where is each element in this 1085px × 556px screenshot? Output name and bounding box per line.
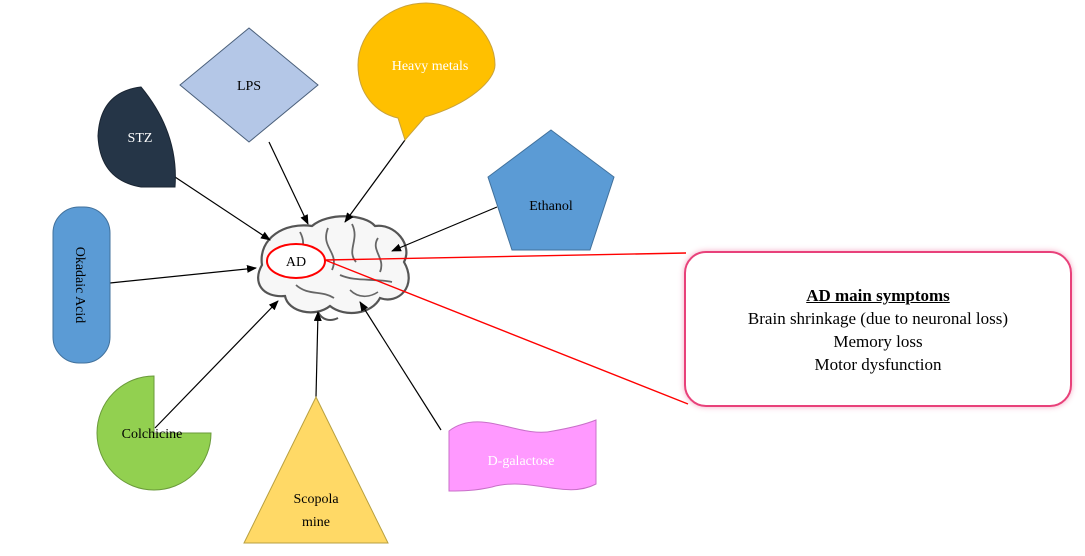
lps-label: LPS (237, 79, 261, 94)
heavy-metals-callout-shape (357, 2, 496, 141)
arrow-okadaic-acid (109, 264, 257, 284)
arrow-ethanol (391, 206, 498, 252)
brain-illustration (257, 215, 410, 321)
d-galactose-label: D-galactose (488, 454, 555, 469)
scopolamine-label-line2: mine (302, 515, 330, 530)
arrow-heavy-metals (344, 139, 406, 223)
scopolamine-triangle-shape (243, 395, 389, 544)
okadaic-acid-label: Okadaic Acid (72, 247, 87, 324)
arrow-lps (268, 141, 309, 225)
scopolamine-node: Scopola mine (243, 395, 389, 544)
arrow-colchicine (154, 300, 279, 429)
colchicine-pie-shape (96, 375, 212, 491)
lps-diamond-shape (179, 27, 319, 143)
stz-shape (97, 86, 176, 188)
stz-node: STZ (97, 86, 176, 188)
symptom-item: Motor dysfunction (814, 355, 942, 374)
d-galactose-node: D-galactose (448, 419, 597, 492)
heavy-metals-label: Heavy metals (392, 59, 469, 74)
arrows (109, 139, 498, 431)
symptom-item: Memory loss (833, 332, 923, 351)
highlight-line-bottom (324, 259, 689, 405)
highlight-line-top (324, 252, 687, 261)
arrow-d-galactose (359, 301, 442, 431)
colchicine-label: Colchicine (122, 427, 183, 442)
stz-label: STZ (128, 131, 153, 146)
ad-center-label: AD (286, 255, 306, 270)
ad-symptoms-box: AD main symptoms Brain shrinkage (due to… (684, 251, 1072, 407)
ad-symptoms-title: AD main symptoms (806, 286, 950, 305)
ethanol-pentagon-shape (487, 129, 615, 251)
okadaic-acid-node: Okadaic Acid (52, 206, 111, 364)
arrow-scopolamine (313, 311, 322, 398)
lps-node: LPS (179, 27, 319, 143)
d-galactose-wave-shape (448, 419, 597, 492)
ad-center-ellipse (266, 243, 326, 279)
scopolamine-label-line1: Scopola (293, 492, 339, 507)
symptom-item: Brain shrinkage (due to neuronal loss) (747, 309, 1009, 328)
okadaic-acid-pill-shape (52, 206, 111, 364)
arrow-stz (174, 176, 271, 241)
ethanol-label: Ethanol (529, 199, 573, 214)
heavy-metals-node: Heavy metals (357, 2, 496, 141)
ethanol-node: Ethanol (487, 129, 615, 251)
colchicine-node: Colchicine (96, 375, 212, 491)
